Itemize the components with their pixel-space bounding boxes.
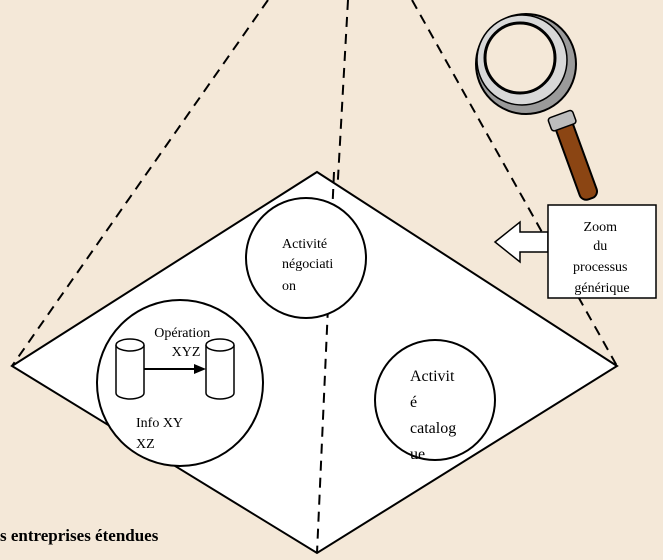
- svg-text:Zoom du processus: Zoom du processus générique: [573, 220, 631, 296]
- operation-line-1: Opération: [154, 326, 210, 341]
- zoom-callout-box: [547, 204, 657, 299]
- activity-negotiation: Activité négociati on: [245, 197, 367, 319]
- activity-catalogue-line-3: catalog: [410, 420, 456, 437]
- zoom-callout: Zoom du processus générique: [493, 204, 657, 299]
- arrow-right-icon: [144, 364, 206, 374]
- activity-catalogue-circle: [374, 339, 496, 461]
- activity-negotiation-line-2: négociati: [282, 257, 333, 272]
- caption-text: s entreprises étendues: [0, 526, 159, 545]
- svg-text:Activité négociati: Activité négociati on: [282, 237, 337, 294]
- callout-line-2: du: [593, 239, 607, 254]
- svg-text:Opération XYZ: Opération XYZ: [154, 326, 213, 360]
- svg-text:Activit é catalog: Activit é catalog ue: [410, 368, 460, 463]
- operation-circle: Opération XYZ Info XY XZ: [96, 299, 264, 467]
- operation-line-2: XYZ: [172, 345, 201, 360]
- database-icon: [205, 338, 235, 400]
- pyramid-front-edges: [316, 171, 335, 554]
- activity-catalogue-line-1: Activit: [410, 368, 455, 385]
- svg-text:Info XY XZ: Info XY XZ: [136, 416, 186, 452]
- callout-line-4: générique: [574, 281, 629, 296]
- activity-negotiation-circle: [245, 197, 367, 319]
- activity-catalogue: Activit é catalog ue: [374, 339, 496, 463]
- info-line-1: Info XY: [136, 416, 183, 431]
- database-icon: [115, 338, 145, 400]
- activity-negotiation-line-3: on: [282, 279, 296, 294]
- activity-catalogue-line-4: ue: [410, 446, 425, 463]
- activity-catalogue-line-2: é: [410, 394, 417, 411]
- callout-line-3: processus: [573, 260, 627, 275]
- magnifier-icon: [475, 13, 599, 201]
- callout-line-1: Zoom: [584, 220, 618, 235]
- pyramid-edge-right: [411, 0, 618, 367]
- pyramid-edge-left: [11, 0, 269, 367]
- info-line-2: XZ: [136, 437, 155, 452]
- activity-negotiation-line-1: Activité: [282, 237, 327, 252]
- pyramid-edge-center-front: [316, 171, 335, 554]
